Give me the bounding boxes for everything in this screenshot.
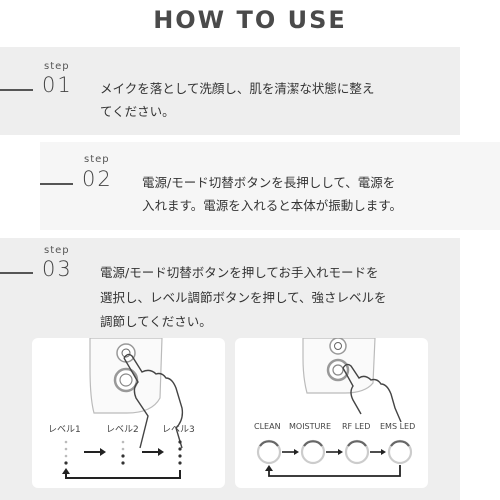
mode-clean-label: CLEAN: [254, 422, 281, 431]
step-1-text-line-2: てください。: [100, 104, 175, 119]
step-1-rule: [0, 89, 33, 91]
device-hand-icon: [89, 338, 184, 449]
step-3-label: step: [44, 245, 70, 256]
step-3-text-line-2: 選択し、レベル調節ボタンを押して、強さレベルを: [100, 290, 387, 305]
step-1-text-line-1: メイクを落として洗顔し、肌を清潔な状態に整え: [100, 81, 375, 96]
step-1-label: step: [44, 61, 70, 72]
level-adjust-illustration: レベル1 レベル2 レベル3: [32, 338, 225, 488]
level-2-label: レベル2: [106, 425, 139, 435]
mode-flow-diagram: [256, 439, 413, 477]
level-3-label: レベル3: [162, 425, 195, 435]
step-1-panel: [0, 47, 460, 135]
step-2-text-line-1: 電源/モード切替ボタンを長押しして、電源を: [142, 175, 396, 190]
step-2-label: step: [84, 154, 110, 165]
step-3-text-line-3: 調節してください。: [100, 314, 212, 329]
level-flow-diagram: [62, 440, 182, 479]
step-1-number: 01: [42, 73, 73, 97]
page-title: HOW TO USE: [153, 6, 347, 34]
device-hand-icon-2: [302, 338, 402, 423]
mode-select-illustration: CLEAN MOISTURE RF LED EMS LED: [235, 338, 428, 488]
step-3-rule: [0, 272, 33, 274]
step-3-number: 03: [42, 257, 73, 281]
mode-ems-led-label: EMS LED: [380, 422, 416, 431]
step-2-number: 02: [82, 167, 113, 191]
step-3-text-line-1: 電源/モード切替ボタンを押してお手入れモードを: [100, 265, 379, 280]
level-1-label: レベル1: [48, 425, 81, 435]
mode-rf-led-label: RF LED: [342, 422, 371, 431]
step-2-panel: [40, 142, 500, 230]
step-2-rule: [40, 183, 73, 185]
mode-moisture-label: MOISTURE: [289, 422, 331, 431]
step-2-text-line-2: 入れます。電源を入れると本体が振動します。: [142, 198, 403, 213]
